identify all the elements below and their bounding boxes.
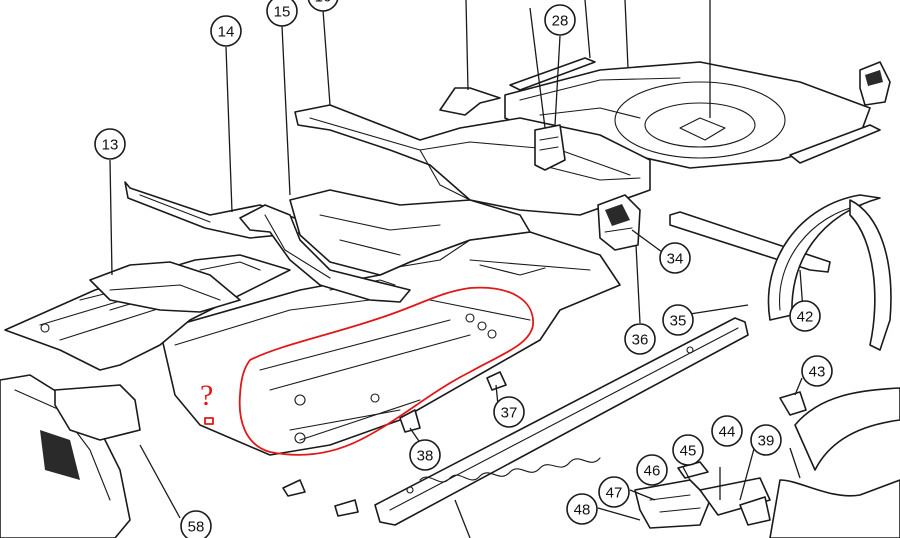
callout-36: 36 [624, 323, 656, 355]
svg-text:34: 34 [667, 251, 684, 268]
rear-rail-strip [509, 57, 596, 91]
top-right-bracket [859, 61, 891, 106]
red-circled-region [238, 286, 534, 456]
callout-28: 28 [544, 4, 576, 36]
callout-16: 16 [307, 0, 339, 12]
svg-text:46: 46 [644, 463, 661, 480]
seat-crossmember-15 [239, 204, 411, 303]
svg-text:44: 44 [719, 424, 736, 441]
svg-text:47: 47 [606, 485, 623, 502]
callout-45: 45 [672, 434, 704, 466]
seat-bracket-28 [534, 124, 566, 171]
callout-35: 35 [662, 304, 694, 336]
wheel-housing-58 [0, 374, 141, 538]
svg-text:58: 58 [188, 519, 205, 536]
clip-37 [486, 371, 507, 391]
callout-39: 39 [750, 424, 782, 456]
svg-text:48: 48 [574, 502, 591, 519]
svg-text:36: 36 [632, 332, 649, 349]
svg-text:13: 13 [102, 137, 119, 154]
callout-15: 15 [266, 0, 298, 27]
callout-38: 38 [409, 439, 441, 471]
svg-text:39: 39 [758, 433, 775, 450]
callout-44: 44 [711, 415, 743, 447]
centre-floor-panel [289, 189, 531, 276]
bracket-43 [779, 391, 807, 416]
callout-48: 48 [566, 493, 598, 525]
question-mark-dot [204, 417, 214, 425]
svg-text:38: 38 [417, 448, 434, 465]
clip-lower-left [282, 479, 359, 517]
svg-text:43: 43 [809, 364, 826, 381]
svg-text:15: 15 [274, 4, 291, 21]
callout-34: 34 [659, 242, 691, 274]
bracket-34 [597, 194, 641, 251]
svg-text:37: 37 [501, 405, 518, 422]
callout-13: 13 [94, 128, 126, 160]
callout-58: 58 [180, 510, 212, 538]
wheel-arch-42 [767, 194, 892, 351]
callout-47: 47 [598, 476, 630, 508]
red-highlight-annotation: ? [200, 286, 534, 456]
callout-43: 43 [801, 355, 833, 387]
tunnel-section-13 [89, 261, 241, 313]
rear-quarter-43 [769, 387, 900, 538]
question-mark-annotation: ? [200, 379, 213, 412]
bracket-cluster-44-48 [634, 461, 771, 529]
svg-text:45: 45 [680, 443, 697, 460]
callout-14: 14 [210, 15, 242, 47]
svg-text:14: 14 [218, 24, 235, 41]
svg-text:35: 35 [670, 313, 687, 330]
svg-text:16: 16 [315, 0, 332, 6]
callout-42: 42 [789, 300, 821, 332]
callout-37: 37 [493, 396, 525, 428]
svg-text:28: 28 [552, 13, 569, 30]
callout-46: 46 [636, 454, 668, 486]
svg-text:42: 42 [797, 309, 814, 326]
clip-38 [399, 409, 421, 433]
sill-panel-35 [374, 317, 749, 526]
